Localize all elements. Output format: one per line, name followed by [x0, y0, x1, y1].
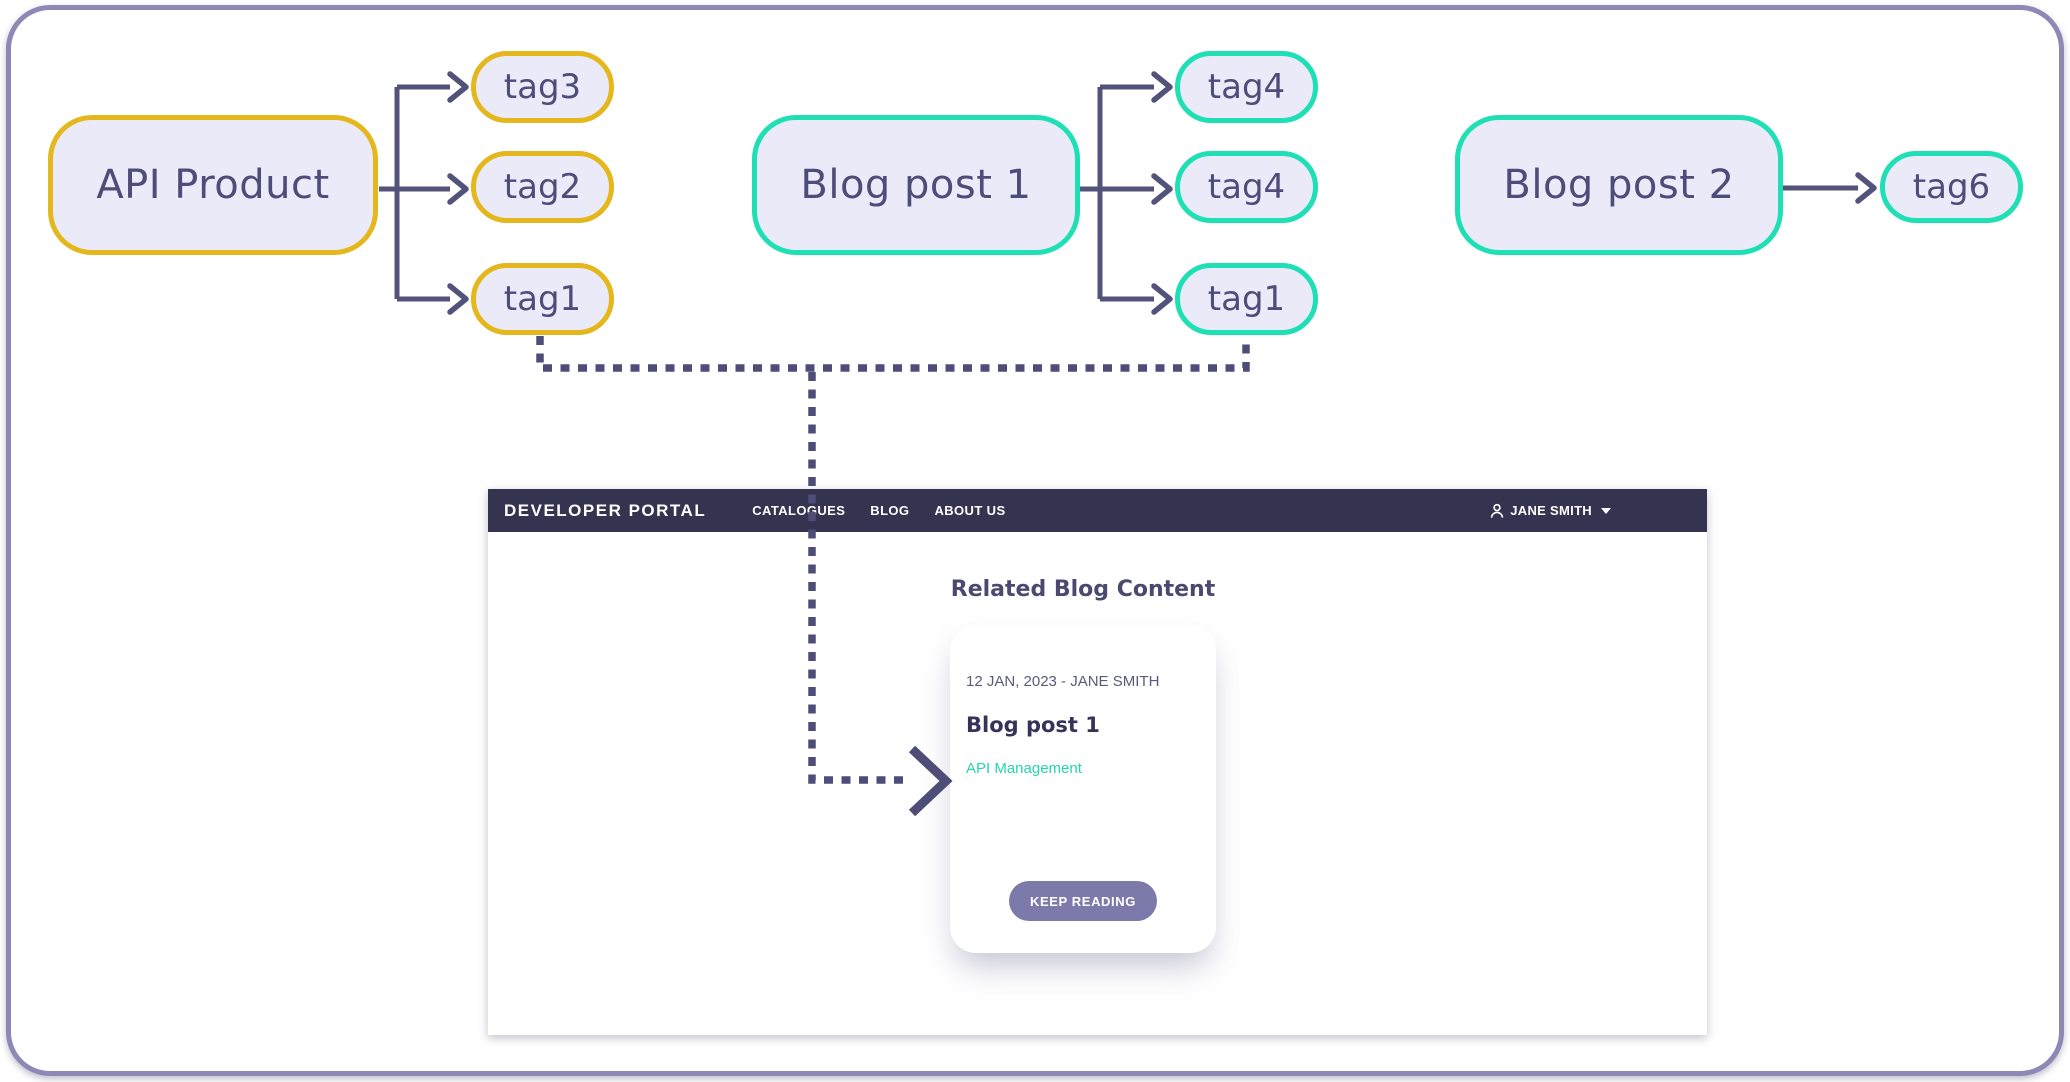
blog-card-title: Blog post 1: [966, 713, 1100, 737]
nav-link-catalogues[interactable]: CATALOGUES: [752, 503, 846, 518]
nav-link-about-us[interactable]: ABOUT US: [934, 503, 1006, 518]
keep-reading-button[interactable]: KEEP READING: [1009, 881, 1157, 921]
api-product-tag2-pill: tag2: [471, 151, 614, 223]
blog-post-1-node: Blog post 1: [752, 115, 1080, 255]
blog-post-2-tag6-pill: tag6: [1880, 151, 2023, 223]
related-blog-content-title: Related Blog Content: [950, 577, 1216, 602]
nav-link-blog[interactable]: BLOG: [870, 503, 910, 518]
user-menu[interactable]: JANE SMITH: [1489, 503, 1611, 519]
blog-post-1-tag4b-pill: tag4: [1175, 151, 1318, 223]
api-product-tag3-pill: tag3: [471, 51, 614, 123]
blog-card-meta: 12 JAN, 2023 - JANE SMITH: [966, 673, 1160, 690]
blog-post-2-node: Blog post 2: [1455, 115, 1783, 255]
user-name: JANE SMITH: [1510, 503, 1592, 518]
api-product-tag1-pill: tag1: [471, 263, 614, 335]
chevron-down-icon: [1601, 507, 1611, 514]
blog-card: 12 JAN, 2023 - JANE SMITH Blog post 1 AP…: [950, 625, 1216, 953]
person-icon: [1489, 503, 1505, 519]
portal-nav-links: CATALOGUES BLOG ABOUT US: [752, 503, 1489, 518]
portal-brand: DEVELOPER PORTAL: [504, 500, 707, 520]
portal-navbar: DEVELOPER PORTAL CATALOGUES BLOG ABOUT U…: [488, 489, 1707, 532]
blog-card-tag-link[interactable]: API Management: [966, 760, 1082, 777]
blog-post-1-tag1-pill: tag1: [1175, 263, 1318, 335]
blog-post-1-tag4-pill: tag4: [1175, 51, 1318, 123]
api-product-node: API Product: [48, 115, 378, 255]
